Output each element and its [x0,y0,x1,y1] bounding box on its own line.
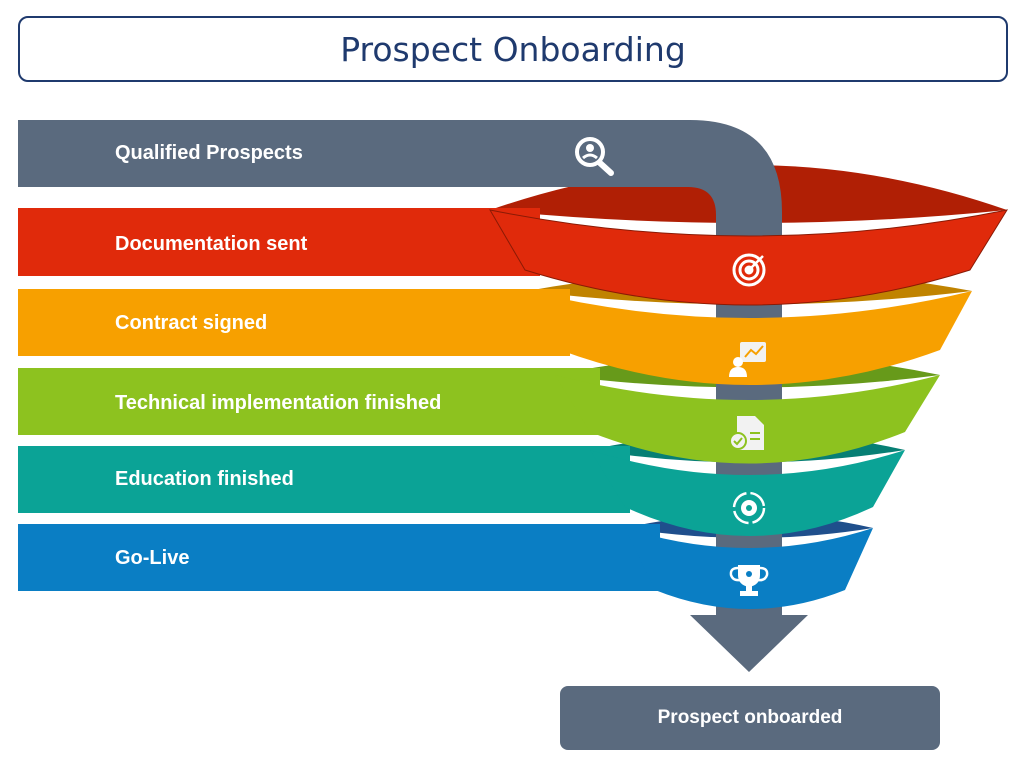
gear-cycle-icon [732,491,766,525]
ring-front-contract [527,291,972,385]
bar-golive [18,524,660,591]
result-box: Prospect onboarded [560,686,940,750]
trophy-icon [729,565,769,596]
magnifier-person-icon [575,137,614,176]
stage-label-education-finished: Education finished [115,468,294,490]
ring-front-documentation [489,209,1009,306]
page-title: Prospect Onboarding [340,29,686,69]
ring-front-education [590,450,905,536]
bar-contract [18,289,570,356]
document-check-icon [729,416,764,450]
bar-technical [18,368,600,435]
stage-label-contract-signed: Contract signed [115,312,268,334]
target-icon [732,253,766,287]
stage-label-documentation-sent: Documentation sent [115,233,308,255]
stage-label-go-live: Go-Live [115,547,190,569]
prospect-pipe-arrow [18,120,808,672]
title-box: Prospect Onboarding [18,16,1008,82]
stage-label-technical-implementation: Technical implementation finished [115,392,442,414]
result-label: Prospect onboarded [657,707,843,728]
bar-education [18,446,630,513]
presentation-chart-icon [729,342,766,377]
stage-label-qualified-prospects: Qualified Prospects [115,142,303,164]
bar-documentation [18,208,540,276]
